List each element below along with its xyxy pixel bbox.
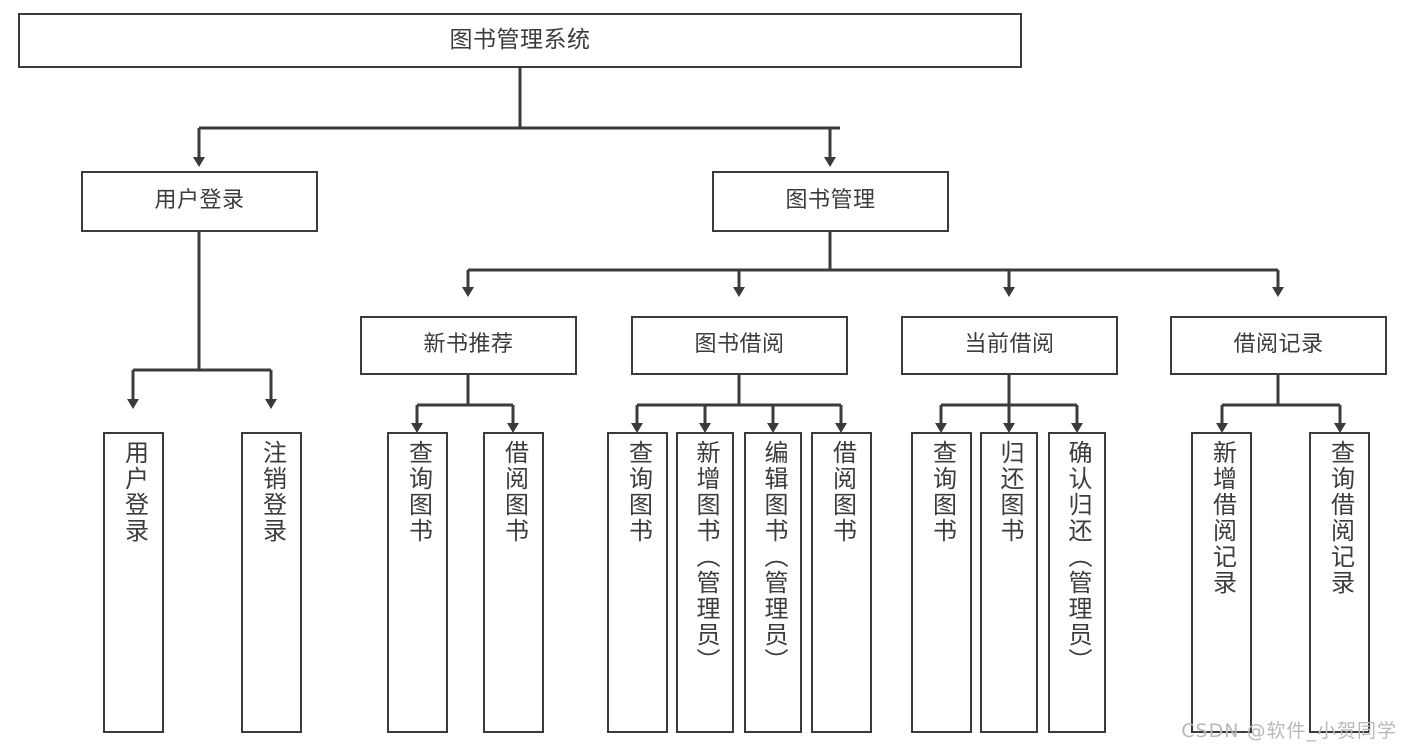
- leaf-user-login-login[interactable]: 用户登录: [103, 432, 164, 733]
- node-label: 注销登录: [258, 440, 287, 544]
- node-label: 新书推荐: [423, 332, 514, 358]
- node-user-login[interactable]: 用户登录: [81, 171, 318, 232]
- node-label: 查询图书: [624, 440, 653, 544]
- leaf-records-add-record[interactable]: 新增借阅记录: [1191, 432, 1252, 733]
- node-borrow-records[interactable]: 借阅记录: [1170, 316, 1387, 375]
- node-label: 图书管理: [785, 188, 876, 214]
- node-label: 查询图书: [928, 440, 957, 544]
- node-label: 查询借阅记录: [1326, 440, 1355, 596]
- node-label: 借阅图书: [500, 440, 529, 544]
- node-label: 图书借阅: [694, 332, 785, 358]
- leaf-current-query-book[interactable]: 查询图书: [911, 432, 972, 733]
- node-book-management[interactable]: 图书管理: [712, 171, 949, 232]
- node-label: 归还图书: [995, 440, 1024, 544]
- node-current-borrow[interactable]: 当前借阅: [901, 316, 1118, 375]
- watermark-text: CSDN @软件_小贺同学: [1181, 720, 1397, 742]
- leaf-user-login-logout[interactable]: 注销登录: [241, 432, 302, 733]
- leaf-borrow-query-book[interactable]: 查询图书: [607, 432, 668, 733]
- node-label: 新增借阅记录: [1208, 440, 1237, 596]
- node-book-borrow[interactable]: 图书借阅: [631, 316, 848, 375]
- leaf-records-query-record[interactable]: 查询借阅记录: [1309, 432, 1370, 733]
- node-label: 确认归还（管理员）: [1063, 440, 1092, 674]
- node-label: 新增图书（管理员）: [691, 440, 720, 674]
- node-label: 查询图书: [404, 440, 433, 544]
- leaf-recommend-query-book[interactable]: 查询图书: [387, 432, 448, 733]
- leaf-borrow-add-book-admin[interactable]: 新增图书（管理员）: [676, 432, 734, 733]
- node-label: 借阅图书: [828, 440, 857, 544]
- leaf-recommend-borrow-book[interactable]: 借阅图书: [483, 432, 544, 733]
- node-new-book-recommend[interactable]: 新书推荐: [360, 316, 577, 375]
- node-label: 当前借阅: [964, 332, 1055, 358]
- leaf-borrow-edit-book-admin[interactable]: 编辑图书（管理员）: [744, 432, 802, 733]
- leaf-current-return-book[interactable]: 归还图书: [980, 432, 1038, 733]
- node-label: 用户登录: [120, 440, 149, 544]
- node-label: 编辑图书（管理员）: [759, 440, 788, 674]
- node-root-system[interactable]: 图书管理系统: [18, 13, 1022, 68]
- node-label: 图书管理系统: [449, 26, 591, 53]
- leaf-borrow-borrow-book[interactable]: 借阅图书: [811, 432, 872, 733]
- node-label: 借阅记录: [1233, 332, 1324, 358]
- leaf-current-confirm-return-admin[interactable]: 确认归还（管理员）: [1048, 432, 1106, 733]
- node-label: 用户登录: [154, 188, 245, 214]
